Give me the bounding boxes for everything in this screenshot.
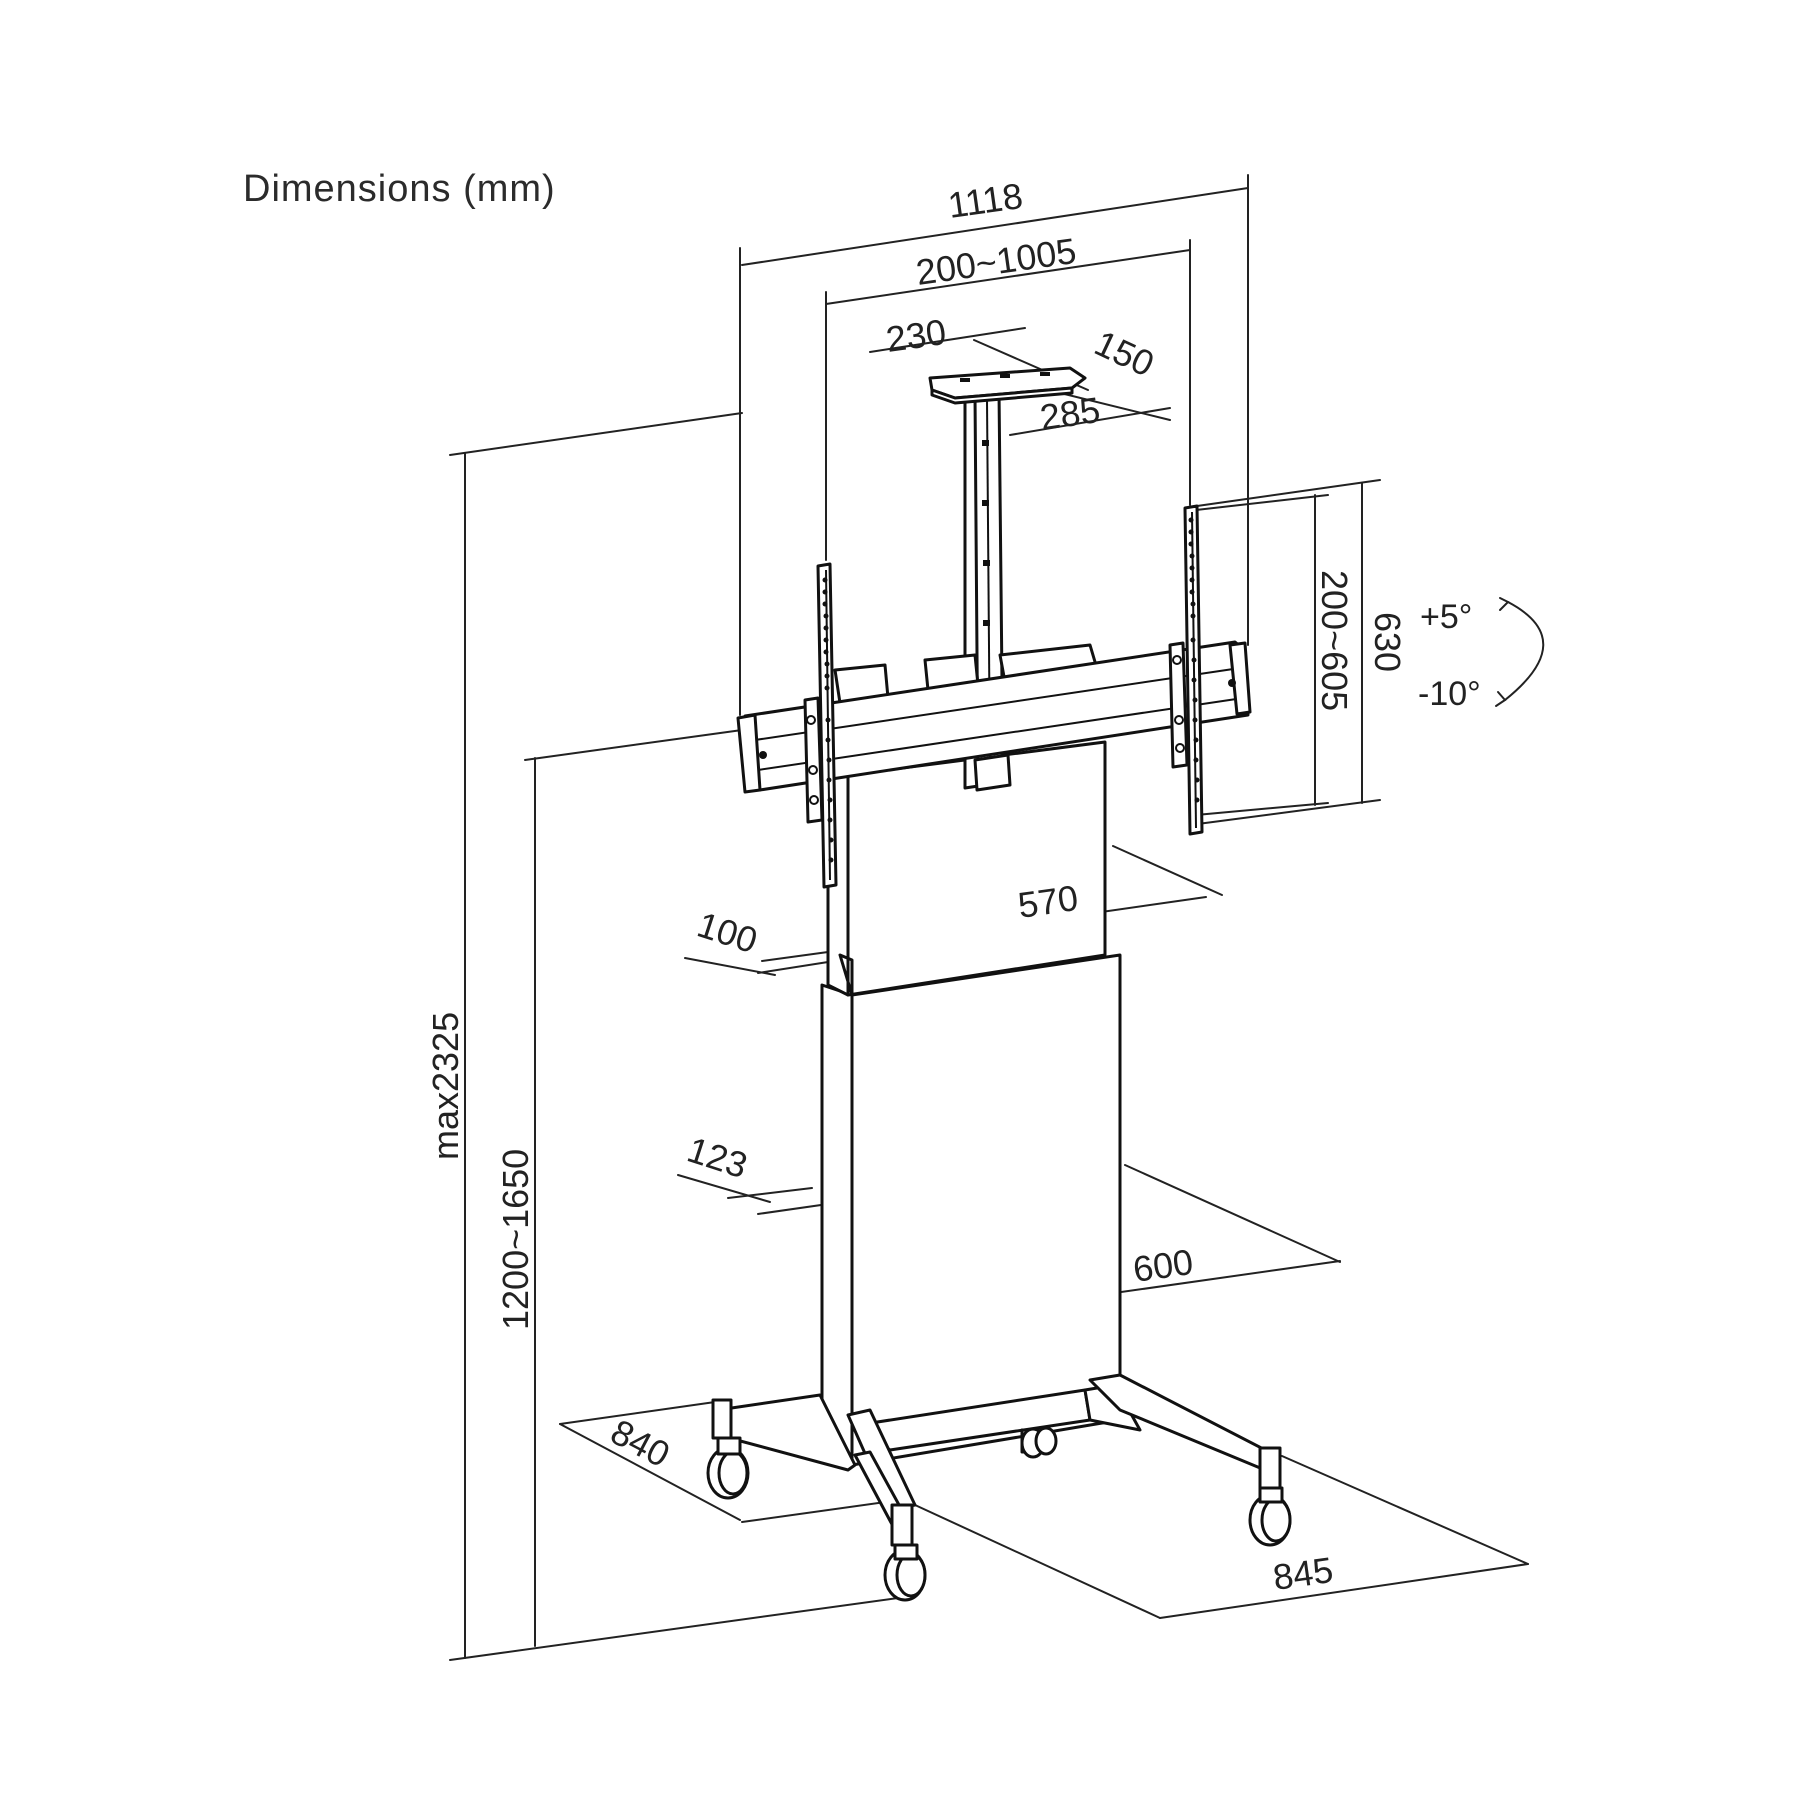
label-shelf-width: 230 [883,311,948,360]
dimension-labels: 1118 200~1005 230 150 285 max2325 1200~1… [425,175,1481,1598]
label-total-width: 1118 [945,175,1025,226]
right-bracket-holes [1188,517,1200,803]
label-shelf-length: 285 [1037,389,1102,438]
label-vesa-height: 200~605 [1314,570,1355,711]
page-title: Dimensions (mm) [243,168,556,210]
tilt-indicator [1495,597,1545,707]
label-column-upper-depth: 100 [693,904,763,962]
caster-wheels [706,1426,1292,1602]
left-bracket-holes [822,577,834,863]
label-base-width: 845 [1270,1549,1335,1598]
label-column-upper-width: 570 [1015,877,1080,926]
label-shelf-depth: 150 [1089,322,1161,385]
label-center-height: 1200~1650 [495,1149,536,1330]
label-column-lower-depth: 123 [683,1129,753,1187]
label-vesa-width: 200~1005 [913,230,1078,293]
tv-stand [706,366,1292,1602]
label-base-depth: 840 [604,1411,676,1475]
label-tilt-up: +5° [1420,598,1472,636]
label-bracket-height: 630 [1367,612,1408,672]
label-total-height: max2325 [425,1012,466,1160]
label-tilt-down: -10° [1418,675,1481,713]
label-column-lower-width: 600 [1130,1241,1195,1290]
